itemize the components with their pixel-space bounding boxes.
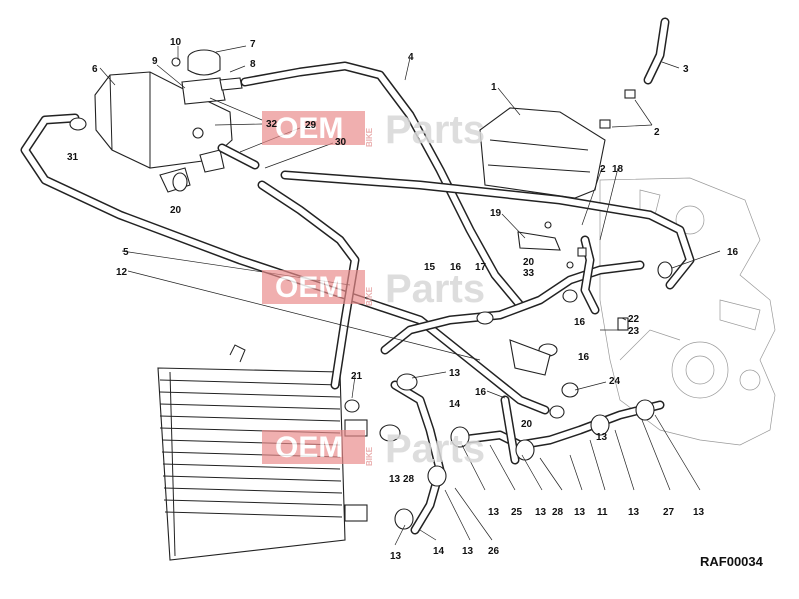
callout-29: 29 — [305, 120, 317, 131]
callout-31: 31 — [67, 152, 79, 163]
callout-13: 13 — [596, 432, 608, 443]
watermark-bike-text: BIKE — [365, 286, 374, 306]
callout-1: 1 — [491, 82, 497, 93]
watermark-top: OEM BIKE Parts — [262, 108, 485, 152]
callout-13: 13 — [574, 507, 586, 518]
callout-17: 17 — [475, 262, 487, 273]
watermark-bike-text: BIKE — [365, 127, 374, 147]
callout-13: 13 — [390, 551, 402, 562]
callout-24: 24 — [609, 376, 621, 387]
callout-19: 19 — [490, 208, 502, 219]
callout-16: 16 — [574, 317, 586, 328]
engine-outline — [599, 177, 776, 446]
callout-20: 20 — [523, 257, 535, 268]
callout-7: 7 — [250, 39, 256, 50]
callout-11: 11 — [597, 507, 608, 518]
callout-4: 4 — [408, 52, 414, 63]
callout-10: 10 — [170, 37, 182, 48]
callout-25: 25 — [511, 507, 523, 518]
callout-27: 27 — [663, 507, 675, 518]
watermark-bottom: OEM BIKE Parts — [262, 427, 485, 471]
callout-21: 21 — [351, 371, 363, 382]
callout-32: 32 — [266, 119, 278, 130]
callout-13: 13 — [389, 474, 401, 485]
callout-20: 20 — [521, 419, 533, 430]
callout-20: 20 — [170, 205, 182, 216]
callout-2: 2 — [654, 127, 660, 138]
watermark-oem-text: OEM — [275, 271, 343, 304]
leader-lines — [99, 45, 721, 546]
watermark-middle: OEM BIKE Parts — [262, 267, 485, 311]
callout-30: 30 — [335, 137, 347, 148]
callout-28: 28 — [552, 507, 564, 518]
callout-14: 14 — [433, 546, 445, 557]
callout-13: 13 — [693, 507, 705, 518]
callout-12: 12 — [116, 267, 128, 278]
filler-cap-assembly — [171, 49, 243, 105]
watermark-bike-text: BIKE — [365, 446, 374, 466]
cover-part-1 — [479, 107, 606, 199]
watermark-oem-text: OEM — [275, 112, 343, 145]
callout-28: 28 — [403, 474, 415, 485]
callout-13: 13 — [535, 507, 547, 518]
callout-16: 16 — [727, 247, 739, 258]
callout-6: 6 — [92, 64, 98, 75]
diagram-code: RAF00034 — [700, 554, 764, 569]
small-fittings — [509, 89, 636, 376]
callout-labels: 1 2 2 3 4 5 6 7 8 9 10 11 12 13 13 13 13… — [67, 37, 739, 562]
callout-26: 26 — [488, 546, 500, 557]
watermark-parts-text: Parts — [385, 108, 485, 152]
callout-14: 14 — [449, 399, 461, 410]
callout-13: 13 — [488, 507, 500, 518]
hose-clamps — [69, 117, 673, 530]
callout-3: 3 — [683, 64, 689, 75]
callout-16: 16 — [450, 262, 462, 273]
callout-2: 2 — [600, 164, 606, 175]
callout-8: 8 — [250, 59, 256, 70]
watermark: OEM BIKE Parts OEM BIKE Parts OEM BIKE P… — [262, 108, 485, 471]
callout-16: 16 — [475, 387, 487, 398]
callout-33: 33 — [523, 268, 535, 279]
callout-16: 16 — [578, 352, 590, 363]
callout-15: 15 — [424, 262, 436, 273]
callout-22: 22 — [628, 314, 640, 325]
callout-13: 13 — [628, 507, 640, 518]
callout-13: 13 — [462, 546, 474, 557]
coolant-hoses — [20, 17, 695, 535]
callout-18: 18 — [612, 164, 624, 175]
watermark-parts-text: Parts — [385, 267, 485, 311]
callout-13: 13 — [449, 368, 461, 379]
callout-5: 5 — [123, 247, 129, 258]
watermark-parts-text: Parts — [385, 427, 485, 471]
watermark-oem-text: OEM — [275, 431, 343, 464]
callout-23: 23 — [628, 326, 640, 337]
callout-9: 9 — [152, 56, 158, 67]
